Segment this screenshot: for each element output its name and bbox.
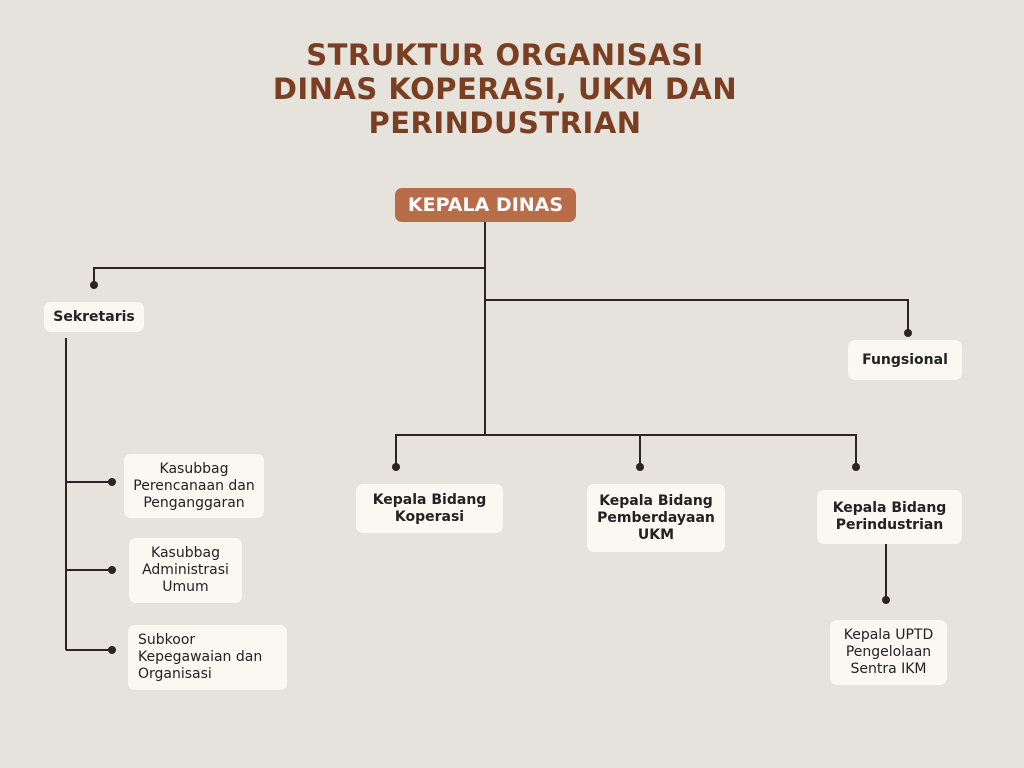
connector-sekretaris (93, 267, 485, 285)
node-kepala-uptd: Kepala UPTD Pengelolaan Sentra IKM (830, 620, 947, 685)
node-kasubbag-perencanaan: Kasubbag Perencanaan dan Penganggaran (124, 454, 264, 518)
node-label: Kepala UPTD (843, 627, 934, 643)
node-label: Kasubbag (159, 460, 229, 477)
node-label: Pemberdayaan (597, 509, 715, 526)
node-label: Penganggaran (143, 494, 245, 511)
connector-dot (904, 329, 912, 337)
connector-dot (108, 646, 116, 654)
connector-dot (882, 596, 890, 604)
node-label: Administrasi (142, 562, 229, 578)
node-label: UKM (637, 526, 675, 543)
connector-dot (108, 478, 116, 486)
node-label: Kasubbag (151, 545, 220, 561)
node-label: Kepala Bidang (832, 500, 947, 516)
node-label: Kepegawaian dan (138, 649, 263, 665)
node-kabid-ukm: Kepala Bidang Pemberdayaan UKM (587, 484, 725, 552)
node-subkoor-kepegawaian: Subkoor Kepegawaian dan Organisasi (128, 625, 287, 690)
node-label: Perindustrian (835, 517, 944, 533)
node-label: Sentra IKM (850, 661, 927, 677)
node-label: Pengelolaan (845, 644, 932, 660)
node-fungsional: Fungsional (848, 340, 962, 380)
title-line: DINAS KOPERASI, UKM DAN (272, 72, 738, 106)
node-kepala-dinas: KEPALA DINAS (395, 188, 576, 222)
node-label: Organisasi (138, 666, 212, 682)
connector-bidang (395, 434, 857, 467)
node-label: Umum (162, 579, 209, 595)
connector-dot (636, 463, 644, 471)
connector-sekretaris-branches (66, 481, 112, 651)
node-kasubbag-administrasi: Kasubbag Administrasi Umum (129, 538, 242, 603)
connector-dot (392, 463, 400, 471)
node-label: Kepala Bidang (599, 492, 713, 509)
node-kabid-koperasi: Kepala Bidang Koperasi (356, 484, 503, 533)
connector-dot (108, 566, 116, 574)
node-label: KEPALA DINAS (407, 194, 564, 216)
node-label: Sekretaris (53, 308, 135, 325)
node-label: Perencanaan dan (133, 477, 255, 494)
title-line: STRUKTUR ORGANISASI (306, 38, 704, 72)
node-label: Subkoor (138, 632, 196, 648)
connector-dot (90, 281, 98, 289)
connector-dot (852, 463, 860, 471)
node-kabid-perindustrian: Kepala Bidang Perindustrian (817, 490, 962, 544)
node-label: Koperasi (394, 508, 465, 525)
node-sekretaris: Sekretaris (44, 302, 144, 332)
node-label: Kepala Bidang (372, 491, 487, 508)
title-line: PERINDUSTRIAN (368, 106, 642, 140)
page-title: STRUKTUR ORGANISASI DINAS KOPERASI, UKM … (0, 38, 1010, 140)
connector-fungsional (485, 299, 909, 333)
node-label: Fungsional (862, 351, 948, 368)
